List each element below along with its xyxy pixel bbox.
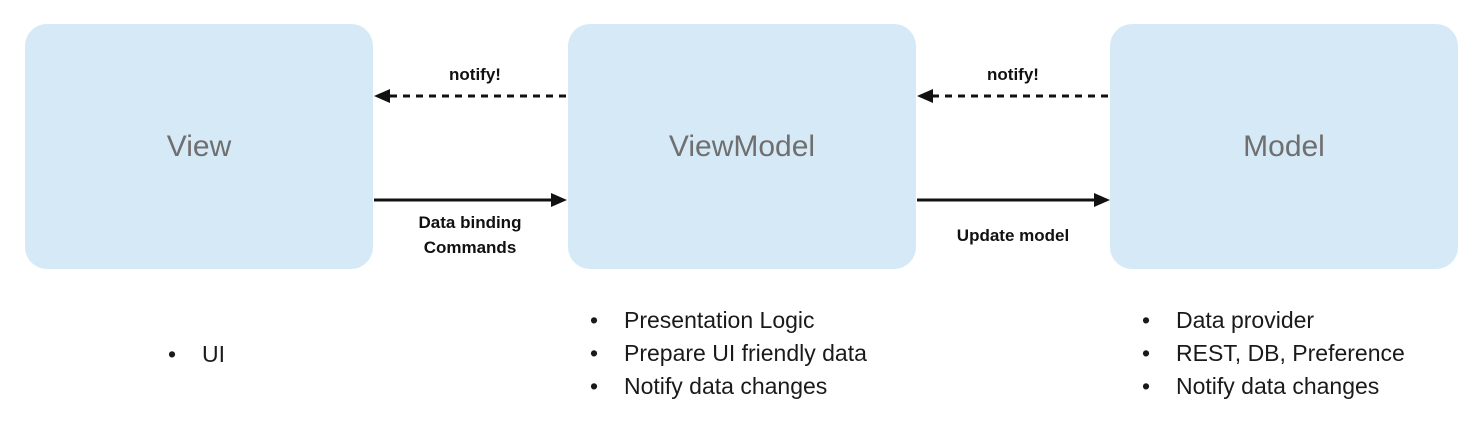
viewmodel-notes: Presentation Logic Prepare UI friendly d… bbox=[588, 304, 867, 403]
binding-arrowhead-viewmodel bbox=[551, 193, 567, 207]
viewmodel-note-item: Notify data changes bbox=[588, 370, 867, 403]
notify-arrowhead-viewmodel bbox=[917, 89, 933, 103]
data-binding-label: Data binding Commands bbox=[385, 210, 555, 260]
model-note-item: REST, DB, Preference bbox=[1140, 337, 1405, 370]
model-note-item: Data provider bbox=[1140, 304, 1405, 337]
view-notes: UI bbox=[166, 338, 225, 371]
viewmodel-note-item: Presentation Logic bbox=[588, 304, 867, 337]
update-model-label: Update model bbox=[956, 226, 1070, 245]
model-note-item: Notify data changes bbox=[1140, 370, 1405, 403]
update-arrowhead-model bbox=[1094, 193, 1110, 207]
notify-arrowhead-view bbox=[374, 89, 390, 103]
data-binding-label-line1: Data binding bbox=[418, 213, 522, 232]
view-note-item: UI bbox=[166, 338, 225, 371]
viewmodel-note-item: Prepare UI friendly data bbox=[588, 337, 867, 370]
data-binding-label-line2: Commands bbox=[423, 238, 517, 257]
view-box-title: View bbox=[166, 129, 232, 163]
model-box: Model bbox=[1110, 24, 1458, 269]
notify-label-left: notify! bbox=[449, 65, 501, 84]
model-notes: Data provider REST, DB, Preference Notif… bbox=[1140, 304, 1405, 403]
model-box-title: Model bbox=[1243, 129, 1325, 163]
notify-label-right: notify! bbox=[987, 65, 1039, 84]
view-box: View bbox=[25, 24, 373, 269]
viewmodel-box: ViewModel bbox=[568, 24, 916, 269]
viewmodel-box-title: ViewModel bbox=[668, 129, 816, 163]
